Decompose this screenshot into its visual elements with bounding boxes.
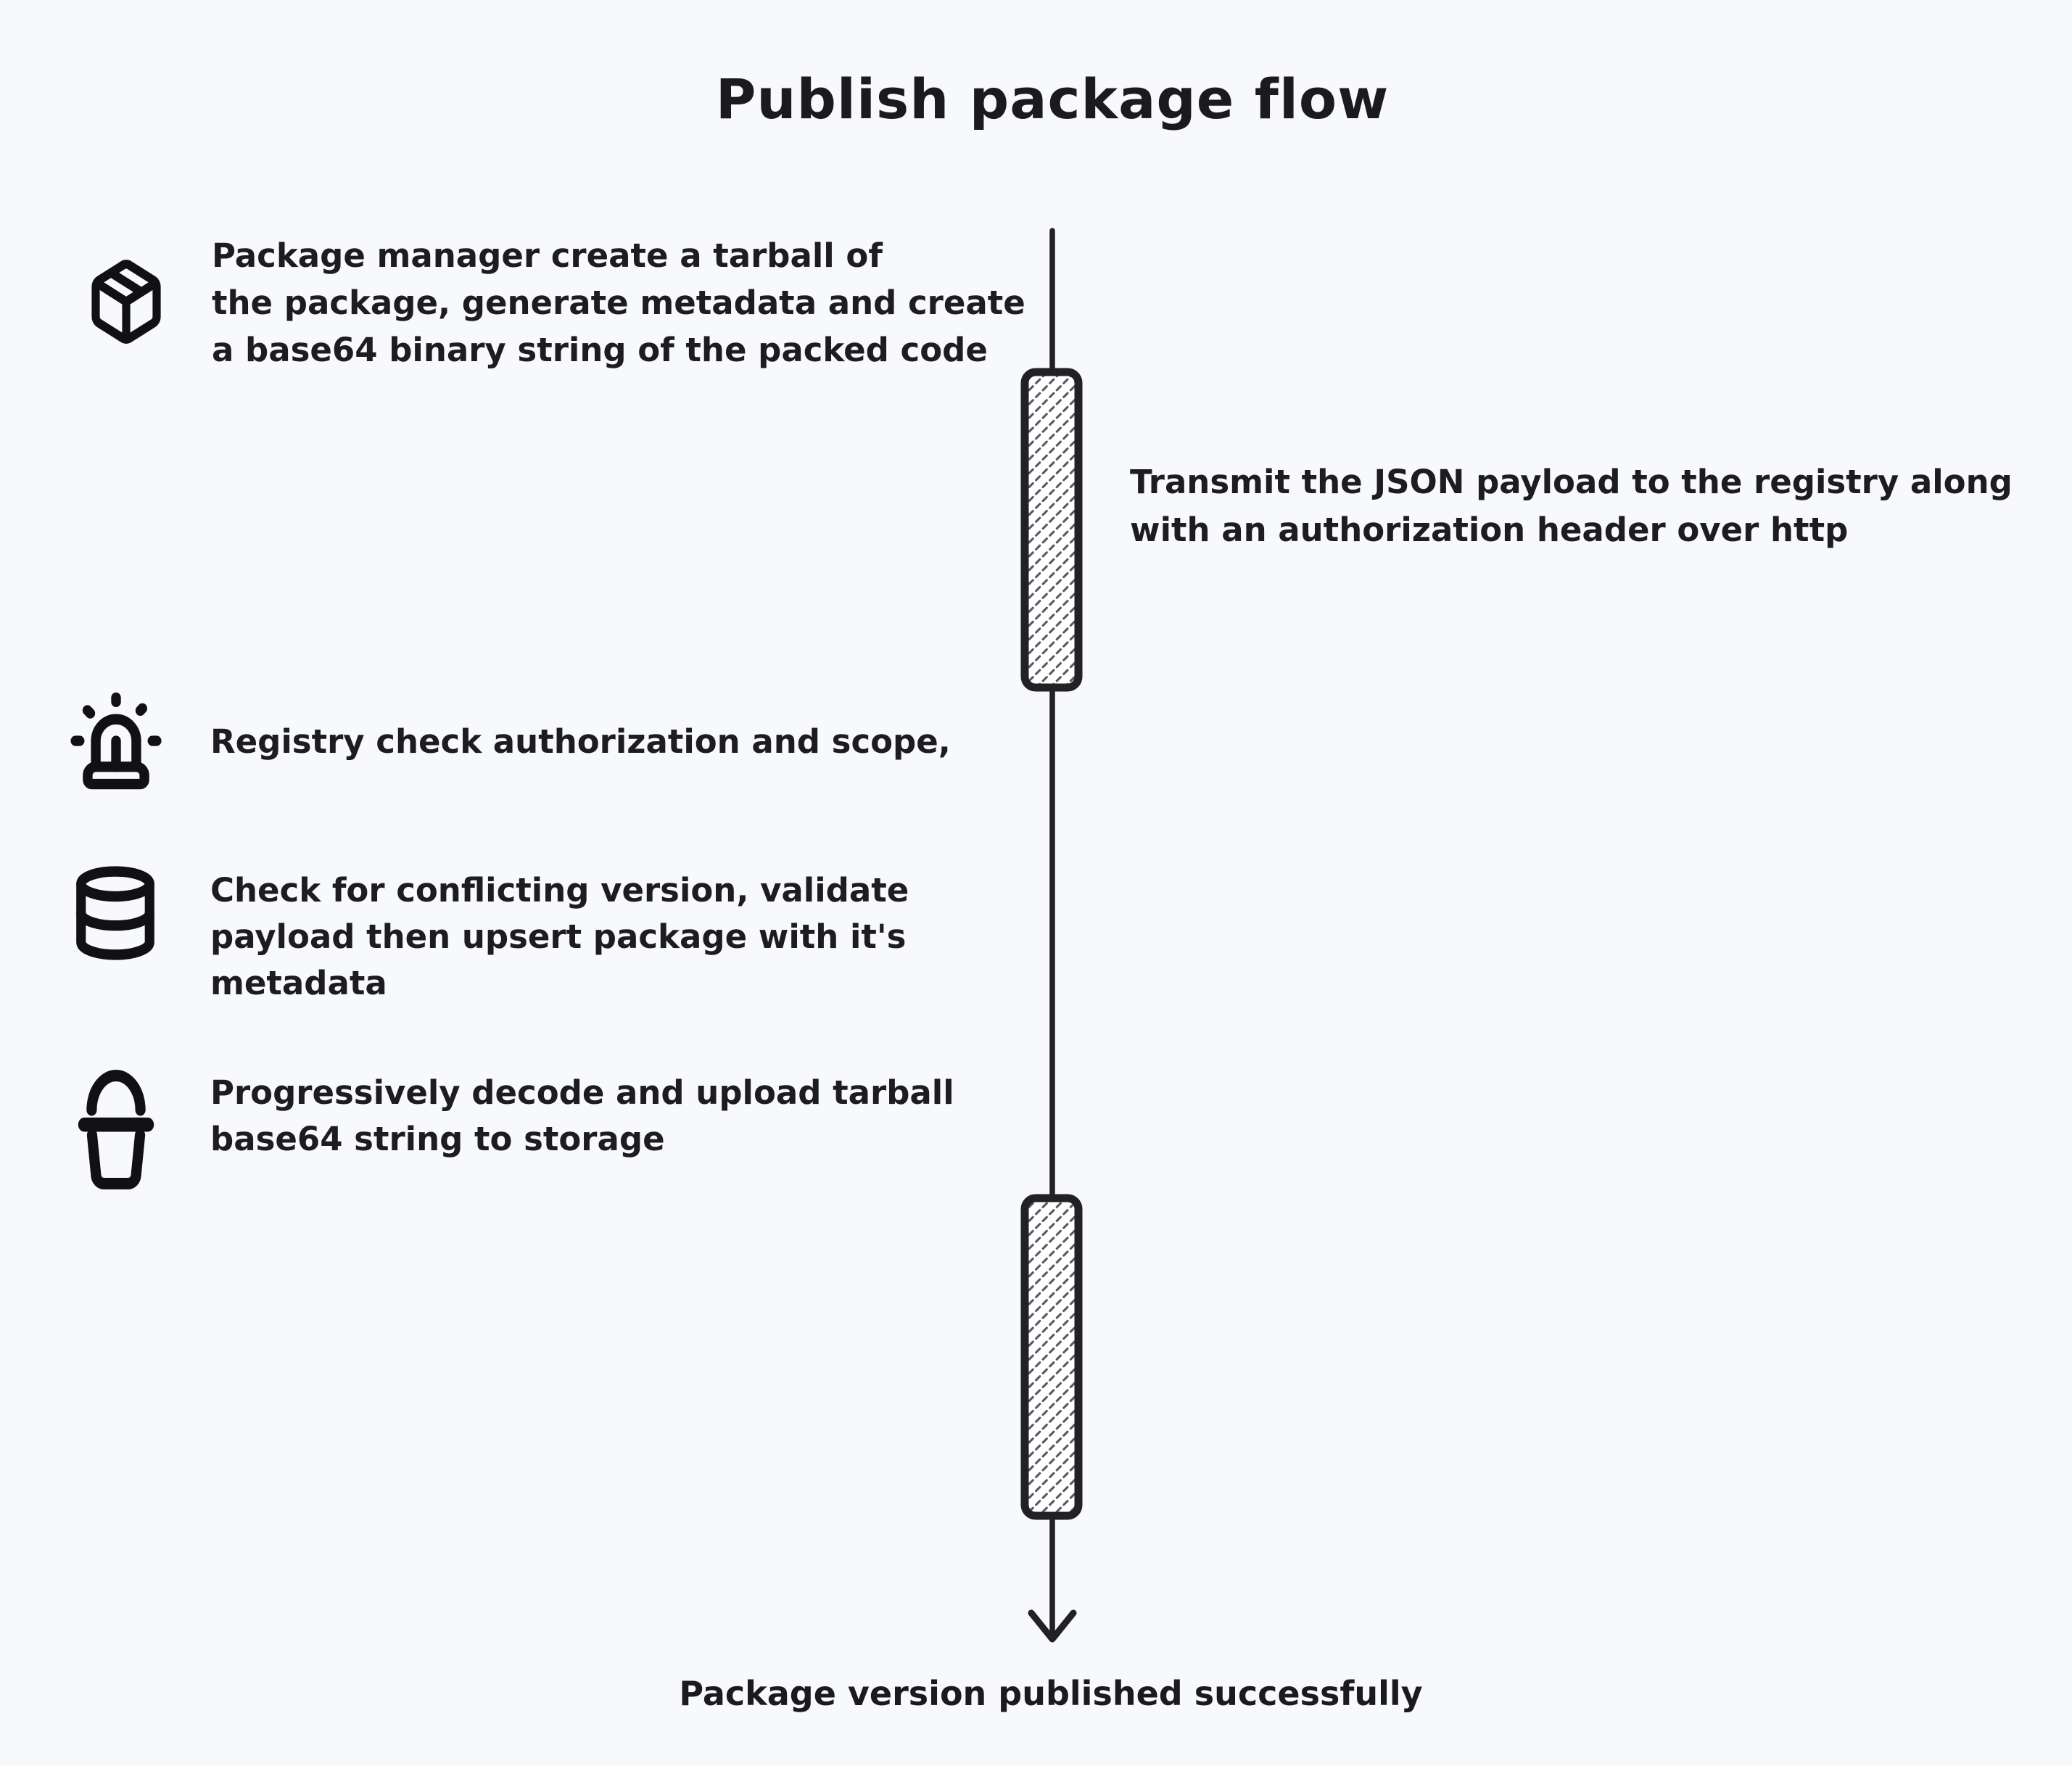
step-auth-text: Registry check authorization and scope, xyxy=(210,718,951,765)
step-pack-line-2: the package, generate metadata and creat… xyxy=(212,284,1025,322)
transmit-line-1: Transmit the JSON payload to the registr… xyxy=(1130,463,2013,501)
step-upload-line-1: Progressively decode and upload tarball xyxy=(210,1073,954,1112)
step-upsert-line-3: metadata xyxy=(210,964,387,1002)
step-upload-text: Progressively decode and upload tarball … xyxy=(210,1070,954,1163)
step-upsert-line-2: payload then upsert package with it's xyxy=(210,917,907,956)
package-icon xyxy=(86,257,167,347)
activation-bar-request xyxy=(1020,368,1083,692)
result-label: Package version published successfully xyxy=(679,1674,1423,1713)
step-upsert-line-1: Check for conflicting version, validate xyxy=(210,871,909,909)
bucket-icon xyxy=(70,1066,162,1195)
activation-bar-upload xyxy=(1020,1194,1083,1520)
step-upsert-text: Check for conflicting version, validate … xyxy=(210,867,909,1007)
transmit-line-2: with an authorization header over http xyxy=(1130,511,1849,549)
siren-icon xyxy=(67,689,165,793)
database-icon xyxy=(70,863,161,963)
page-title: Publish package flow xyxy=(715,67,1390,131)
arrow-down-icon xyxy=(1028,1609,1077,1643)
step-auth-line-1: Registry check authorization and scope, xyxy=(210,722,951,761)
transmit-note: Transmit the JSON payload to the registr… xyxy=(1130,458,2013,554)
step-pack-text: Package manager create a tarball of the … xyxy=(212,232,1025,374)
step-pack-line-1: Package manager create a tarball of xyxy=(212,236,883,275)
step-pack-line-3: a base64 binary string of the packed cod… xyxy=(212,331,988,369)
step-upload-line-2: base64 string to storage xyxy=(210,1120,665,1158)
